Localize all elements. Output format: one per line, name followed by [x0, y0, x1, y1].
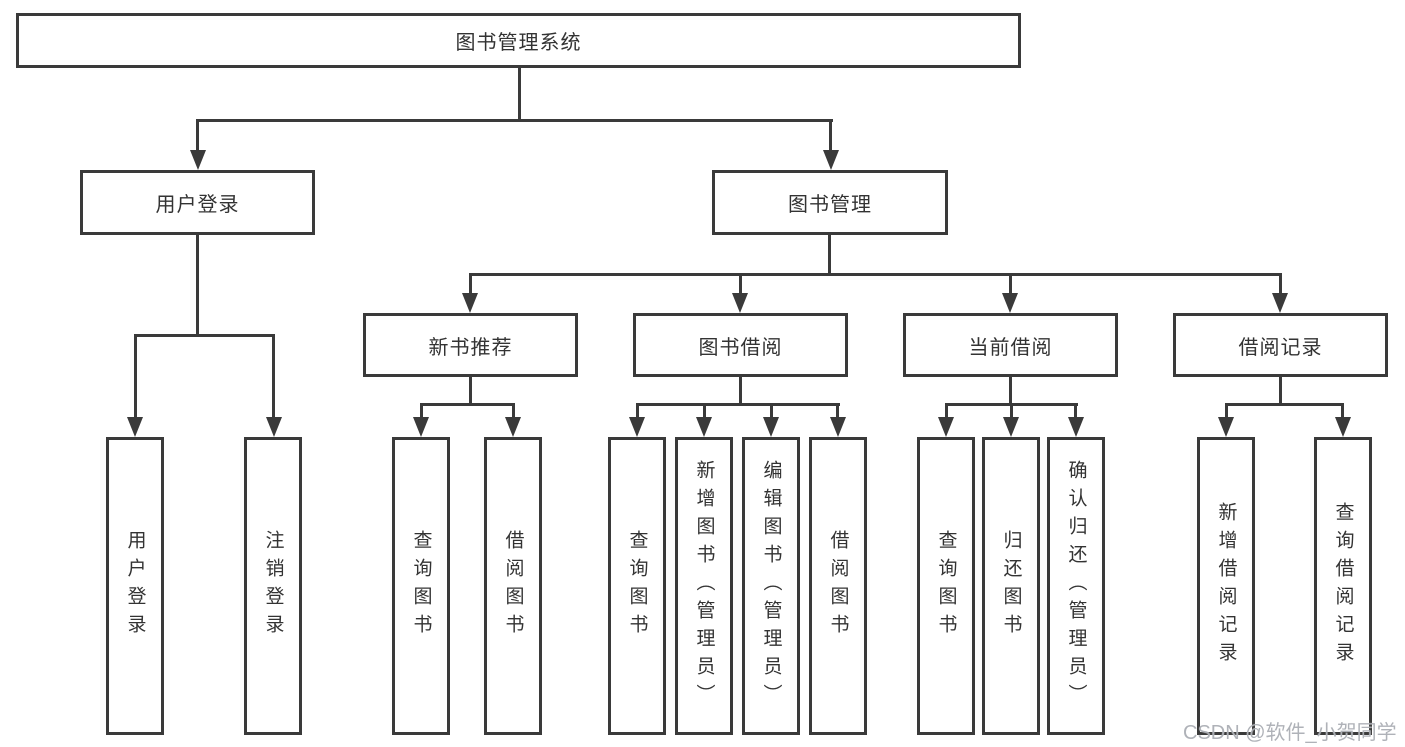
- arrowhead-records-leaf-1: [1218, 417, 1234, 437]
- node-label: 查询借阅记录: [1332, 502, 1354, 670]
- node-label: 归还图书: [1000, 530, 1022, 642]
- node-leaf-logout: 注销登录: [244, 437, 302, 735]
- connector-user-login-split: [134, 334, 275, 337]
- node-label: 新书推荐: [428, 336, 513, 359]
- node-leaf-edit-books-admin: 编辑图书（管理员）: [742, 437, 800, 735]
- connector-root-left-stem: [196, 119, 199, 153]
- connector-borrow-trunk: [739, 377, 742, 405]
- connector-level3-stem-4: [1279, 273, 1282, 295]
- node-label: 查询图书: [410, 530, 432, 642]
- connector-borrow-stem-1: [636, 403, 639, 419]
- arrowhead-records-leaf-2: [1335, 417, 1351, 437]
- arrowhead-user-login-leaf-1: [127, 417, 143, 437]
- node-leaf-newbooks-query-books: 查询图书: [392, 437, 450, 735]
- arrowhead-borrow-leaf-2: [696, 417, 712, 437]
- connector-records-split: [1225, 403, 1344, 406]
- connector-root-split: [196, 119, 833, 122]
- arrowhead-current-leaf-2: [1003, 417, 1019, 437]
- node-label: 用户登录: [155, 194, 240, 216]
- connector-user-login-stem-1: [134, 334, 137, 419]
- arrowhead-book-borrow: [732, 293, 748, 313]
- connector-level3-stem-3: [1009, 273, 1012, 295]
- node-label: 查询图书: [935, 530, 957, 642]
- connector-user-login-trunk: [196, 235, 199, 336]
- connector-borrow-stem-3: [770, 403, 773, 419]
- node-label: 确认归还（管理员）: [1065, 460, 1087, 712]
- connector-current-stem-1: [945, 403, 948, 419]
- node-label: 新增借阅记录: [1215, 502, 1237, 670]
- node-label: 借阅图书: [827, 530, 849, 642]
- arrowhead-new-book-recommend: [462, 293, 478, 313]
- connector-newbooks-stem-2: [512, 403, 515, 419]
- node-label: 查询图书: [626, 530, 648, 642]
- arrowhead-borrow-leaf-3: [763, 417, 779, 437]
- connector-book-management-trunk: [828, 235, 831, 275]
- node-leaf-current-query-books: 查询图书: [917, 437, 975, 735]
- connector-current-stem-3: [1074, 403, 1077, 419]
- node-library-management-system: 图书管理系统: [16, 13, 1021, 68]
- node-leaf-query-borrow-record: 查询借阅记录: [1314, 437, 1372, 735]
- node-label: 编辑图书（管理员）: [760, 460, 782, 712]
- connector-user-login-stem-2: [272, 334, 275, 419]
- connector-root-trunk: [518, 67, 521, 122]
- connector-records-trunk: [1279, 377, 1282, 405]
- arrowhead-user-login: [190, 150, 206, 170]
- node-book-management: 图书管理: [712, 170, 948, 235]
- node-leaf-return-books: 归还图书: [982, 437, 1040, 735]
- node-leaf-borrow-borrow-books: 借阅图书: [809, 437, 867, 735]
- csdn-watermark: CSDN @软件_小贺同学: [1183, 722, 1397, 744]
- connector-records-stem-1: [1225, 403, 1228, 419]
- arrowhead-current-borrow: [1002, 293, 1018, 313]
- node-label: 借阅记录: [1238, 336, 1323, 359]
- node-leaf-add-books-admin: 新增图书（管理员）: [675, 437, 733, 735]
- connector-newbooks-stem-1: [420, 403, 423, 419]
- node-label: 当前借阅: [968, 336, 1053, 359]
- connector-newbooks-split: [420, 403, 515, 406]
- node-label: 图书管理: [788, 194, 872, 216]
- connector-level3-stem-2: [739, 273, 742, 295]
- connector-borrow-split: [636, 403, 840, 406]
- node-borrow-records: 借阅记录: [1173, 313, 1388, 377]
- node-leaf-newbooks-borrow-books: 借阅图书: [484, 437, 542, 735]
- connector-level3-stem-1: [469, 273, 472, 295]
- connector-records-stem-2: [1341, 403, 1344, 419]
- arrowhead-newbooks-leaf-2: [505, 417, 521, 437]
- arrowhead-borrow-records: [1272, 293, 1288, 313]
- arrowhead-current-leaf-3: [1068, 417, 1084, 437]
- arrowhead-borrow-leaf-1: [629, 417, 645, 437]
- arrowhead-book-management: [823, 150, 839, 170]
- node-label: 用户登录: [124, 530, 146, 642]
- node-leaf-borrow-query-books: 查询图书: [608, 437, 666, 735]
- connector-borrow-stem-4: [836, 403, 839, 419]
- node-label: 借阅图书: [502, 530, 524, 642]
- node-user-login: 用户登录: [80, 170, 315, 235]
- node-label: 新增图书（管理员）: [693, 460, 715, 712]
- node-leaf-confirm-return-admin: 确认归还（管理员）: [1047, 437, 1105, 735]
- node-leaf-add-borrow-record: 新增借阅记录: [1197, 437, 1255, 735]
- connector-root-right-stem: [829, 119, 832, 153]
- arrowhead-newbooks-leaf-1: [413, 417, 429, 437]
- arrowhead-borrow-leaf-4: [830, 417, 846, 437]
- node-new-book-recommend: 新书推荐: [363, 313, 578, 377]
- connector-book-management-split: [469, 273, 1282, 276]
- node-book-borrow: 图书借阅: [633, 313, 848, 377]
- node-leaf-user-login: 用户登录: [106, 437, 164, 735]
- connector-current-trunk: [1009, 377, 1012, 405]
- node-label: 图书借阅: [698, 336, 783, 359]
- connector-current-stem-2: [1010, 403, 1013, 419]
- arrowhead-current-leaf-1: [938, 417, 954, 437]
- connector-borrow-stem-2: [703, 403, 706, 419]
- node-label: 图书管理系统: [455, 32, 582, 54]
- connector-newbooks-trunk: [469, 377, 472, 405]
- node-label: 注销登录: [262, 530, 284, 642]
- node-current-borrow: 当前借阅: [903, 313, 1118, 377]
- arrowhead-user-login-leaf-2: [266, 417, 282, 437]
